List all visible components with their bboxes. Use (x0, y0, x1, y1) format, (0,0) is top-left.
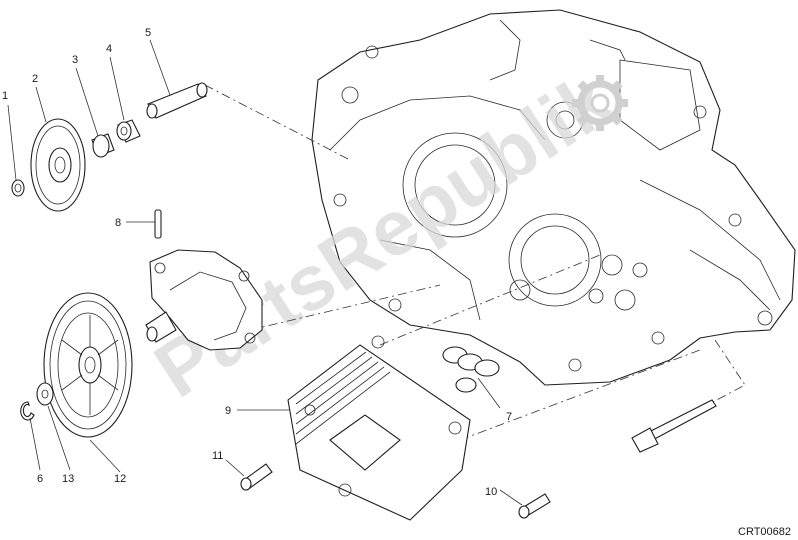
pump-body (145, 249, 263, 351)
callout-12: 12 (114, 473, 126, 485)
callout-labels: 1 2 3 4 5 6 7 8 9 10 11 12 13 (2, 27, 512, 498)
callout-6: 6 (37, 473, 43, 485)
part-1-circlip (11, 179, 25, 197)
part-2-gear (30, 118, 86, 212)
callout-11: 11 (212, 450, 223, 462)
part-5-shaft (146, 82, 208, 119)
callout-13: 13 (62, 473, 74, 485)
callout-9: 9 (225, 405, 231, 417)
callout-1: 1 (2, 90, 8, 102)
callout-5: 5 (145, 27, 151, 39)
part-3-pinion (91, 133, 115, 158)
part-13-washer (36, 382, 54, 406)
stud-bolt (631, 399, 717, 453)
part-7-o-rings (442, 346, 500, 393)
part-8-dowel-pin (154, 209, 162, 239)
callout-3: 3 (72, 54, 78, 66)
callout-4: 4 (106, 43, 112, 55)
callout-2: 2 (32, 73, 38, 85)
callout-7: 7 (506, 411, 512, 423)
part-12-large-gear (43, 292, 133, 438)
part-11-bolt (240, 463, 273, 491)
part-4-bush (116, 119, 141, 143)
leader-lines (7, 39, 523, 506)
callout-10: 10 (485, 486, 497, 498)
gear-icon (572, 75, 628, 131)
part-10-bolt (518, 493, 551, 519)
drawing-code: CRT00682 (738, 526, 791, 538)
part-6-circlip (20, 401, 35, 421)
part-9-oil-cooler (287, 335, 471, 521)
callout-8: 8 (115, 217, 121, 229)
